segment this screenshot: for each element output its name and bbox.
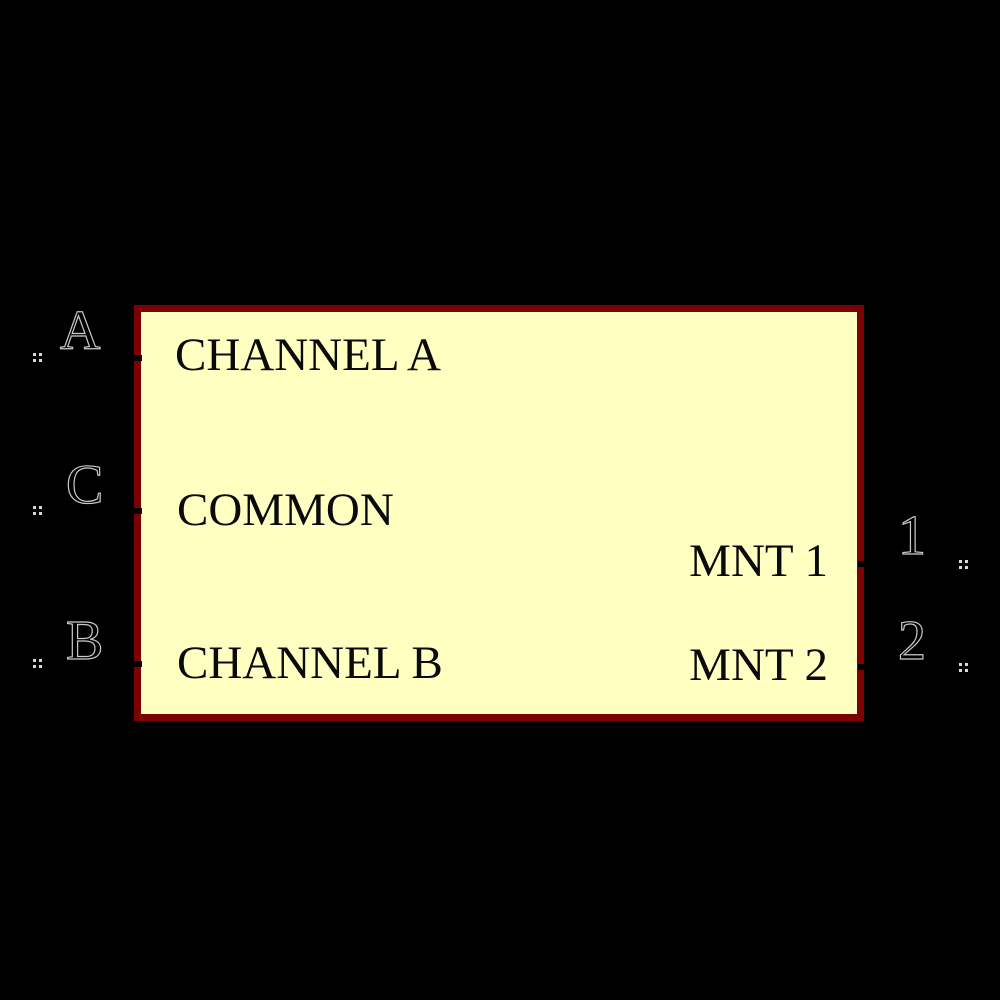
- pin-number-c: C: [65, 454, 104, 516]
- pin-line-a[interactable]: [38, 355, 142, 361]
- pin-name-mnt-1: MNT 1: [689, 535, 828, 587]
- pin-name-mnt-2: MNT 2: [689, 639, 828, 691]
- pin-number-2: 2: [897, 610, 926, 672]
- pin-line-b[interactable]: [38, 661, 142, 667]
- unconnected-marker-1: [959, 560, 962, 563]
- pin-line-1[interactable]: [858, 561, 962, 567]
- pin-line-2[interactable]: [858, 664, 962, 670]
- unconnected-marker-a: [33, 353, 36, 356]
- pin-line-c[interactable]: [38, 508, 142, 514]
- unconnected-marker-2: [959, 663, 962, 666]
- unconnected-marker-b: [33, 659, 36, 662]
- pin-number-a: A: [59, 300, 101, 362]
- component-body[interactable]: [134, 305, 864, 721]
- pin-number-1: 1: [897, 505, 926, 567]
- pin-number-b: B: [65, 610, 104, 672]
- pin-name-channel-a: CHANNEL A: [175, 329, 441, 381]
- unconnected-marker-c: [33, 506, 36, 509]
- pin-name-common: COMMON: [177, 484, 394, 536]
- pin-name-channel-b: CHANNEL B: [177, 637, 443, 689]
